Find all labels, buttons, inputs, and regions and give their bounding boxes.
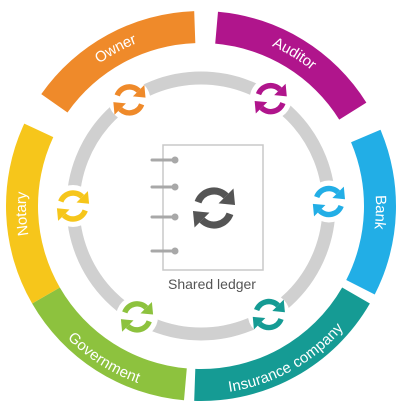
sync-arrow-arc <box>199 212 234 229</box>
ledger-binder-rings <box>150 156 179 255</box>
sync-arrow-arc <box>61 209 88 222</box>
segment-government <box>32 287 187 401</box>
ledger-notebook <box>150 144 264 271</box>
sync-arrow-head <box>254 100 268 114</box>
sync-arrow-arc <box>114 84 141 97</box>
sync-arrow-head <box>132 84 146 98</box>
sync-arrow-head <box>76 191 90 204</box>
binder-hole <box>171 247 179 255</box>
ring-sync-icons <box>52 77 350 338</box>
sync-arrow-arc <box>259 101 286 115</box>
sync-arrow-arc <box>255 82 282 96</box>
sync-arrow-head <box>312 203 326 217</box>
center-sync-icon <box>192 187 236 229</box>
sync-arrow-head <box>218 188 236 205</box>
sync-arrow-arc <box>314 185 341 199</box>
binder-hole <box>171 156 179 164</box>
sync-arrow-head <box>192 211 210 228</box>
sync-arrow-head <box>274 83 287 97</box>
segment-notary <box>5 123 60 304</box>
sync-arrows-icon <box>254 82 287 115</box>
segment-owner <box>41 11 196 113</box>
label-notary: Notary <box>13 191 32 237</box>
party-segments <box>5 11 396 402</box>
segment-auditor <box>215 11 367 120</box>
label-bank: Bank <box>371 195 390 231</box>
sync-arrow-arc <box>125 320 152 333</box>
ledger-page <box>162 144 264 271</box>
sync-arrow-arc <box>317 204 344 218</box>
binder-hole <box>171 183 179 191</box>
sync-arrow-head <box>56 208 70 221</box>
sync-arrow-head <box>140 301 154 315</box>
sync-arrow-arc <box>254 298 280 312</box>
binder-hole <box>171 213 179 221</box>
sync-arrows-icon <box>252 298 285 331</box>
center-label: Shared ledger <box>168 276 256 292</box>
sync-arrow-head <box>120 319 134 332</box>
segment-insurance <box>194 287 370 402</box>
sync-arrows-icon <box>192 187 236 229</box>
sync-arrow-head <box>252 316 266 330</box>
sync-arrows-icon <box>113 84 146 116</box>
sync-arrow-arc <box>58 190 85 203</box>
sync-arrow-arc <box>194 187 229 204</box>
sync-arrow-head <box>272 299 285 313</box>
sync-arrows-icon <box>56 190 90 222</box>
sync-arrow-arc <box>122 301 149 314</box>
sync-arrow-head <box>113 102 126 115</box>
sync-arrows-icon <box>120 301 154 333</box>
sync-arrows-icon <box>312 185 346 218</box>
sync-arrow-head <box>332 186 346 200</box>
sync-arrow-arc <box>257 317 284 331</box>
sync-arrow-arc <box>118 103 145 116</box>
segment-bank <box>346 129 396 295</box>
